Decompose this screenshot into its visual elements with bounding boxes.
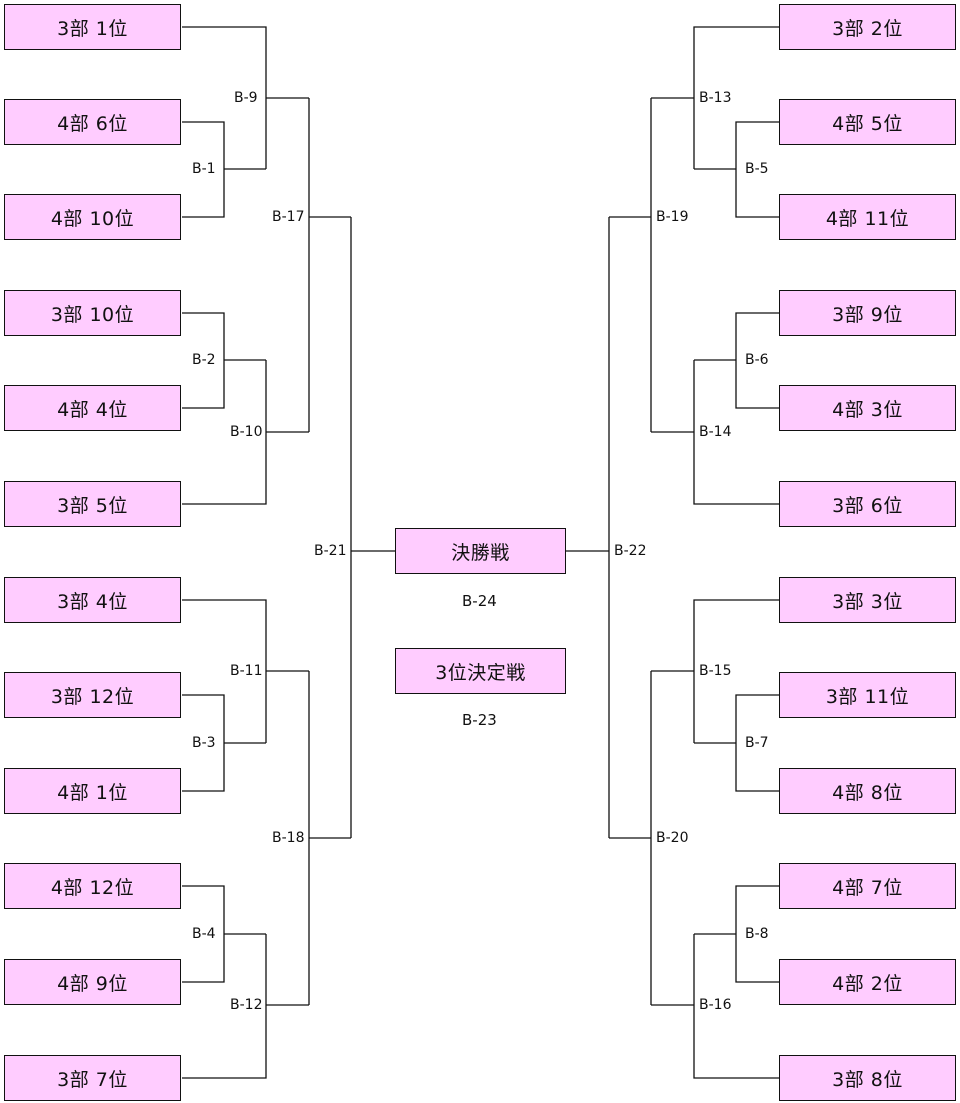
team-box-right-9: 4部 8位 xyxy=(779,768,956,814)
team-box-left-1: 3部 1位 xyxy=(4,4,181,50)
match-label-b18: B-18 xyxy=(271,830,306,846)
third-place-box: 3位決定戦 xyxy=(395,648,566,694)
final-box: 決勝戦 xyxy=(395,528,566,574)
team-box-left-9: 4部 1位 xyxy=(4,768,181,814)
team-box-right-1: 3部 2位 xyxy=(779,4,956,50)
match-label-b21: B-21 xyxy=(313,543,348,559)
team-box-right-7: 3部 3位 xyxy=(779,577,956,623)
match-label-b6: B-6 xyxy=(744,352,770,368)
team-box-left-10: 4部 12位 xyxy=(4,863,181,909)
team-box-left-12: 3部 7位 xyxy=(4,1055,181,1101)
match-label-b1: B-1 xyxy=(191,161,217,177)
team-box-left-4: 3部 10位 xyxy=(4,290,181,336)
match-label-b12: B-12 xyxy=(229,997,264,1013)
team-box-left-3: 4部 10位 xyxy=(4,194,181,240)
match-label-b13: B-13 xyxy=(698,90,733,106)
team-box-left-2: 4部 6位 xyxy=(4,99,181,145)
team-box-right-4: 3部 9位 xyxy=(779,290,956,336)
team-box-left-6: 3部 5位 xyxy=(4,481,181,527)
match-label-b20: B-20 xyxy=(655,830,690,846)
match-label-b9: B-9 xyxy=(233,90,259,106)
match-label-b14: B-14 xyxy=(698,424,733,440)
match-label-b3: B-3 xyxy=(191,735,217,751)
match-label-b10: B-10 xyxy=(229,424,264,440)
team-box-left-11: 4部 9位 xyxy=(4,959,181,1005)
team-box-left-7: 3部 4位 xyxy=(4,577,181,623)
team-box-right-5: 4部 3位 xyxy=(779,385,956,431)
third-place-match-label: B-23 xyxy=(462,711,497,729)
match-label-b19: B-19 xyxy=(655,209,690,225)
match-label-b22: B-22 xyxy=(613,543,648,559)
match-label-b5: B-5 xyxy=(744,161,770,177)
team-box-left-5: 4部 4位 xyxy=(4,385,181,431)
team-box-right-2: 4部 5位 xyxy=(779,99,956,145)
match-label-b16: B-16 xyxy=(698,997,733,1013)
team-box-right-12: 3部 8位 xyxy=(779,1055,956,1101)
team-box-right-3: 4部 11位 xyxy=(779,194,956,240)
match-label-b7: B-7 xyxy=(744,735,770,751)
team-box-right-6: 3部 6位 xyxy=(779,481,956,527)
match-label-b15: B-15 xyxy=(698,663,733,679)
team-box-right-8: 3部 11位 xyxy=(779,672,956,718)
final-match-label: B-24 xyxy=(462,592,497,610)
match-label-b11: B-11 xyxy=(229,663,264,679)
match-label-b4: B-4 xyxy=(191,926,217,942)
match-label-b2: B-2 xyxy=(191,352,217,368)
match-label-b8: B-8 xyxy=(744,926,770,942)
team-box-right-11: 4部 2位 xyxy=(779,959,956,1005)
match-label-b17: B-17 xyxy=(271,209,306,225)
team-box-left-8: 3部 12位 xyxy=(4,672,181,718)
team-box-right-10: 4部 7位 xyxy=(779,863,956,909)
